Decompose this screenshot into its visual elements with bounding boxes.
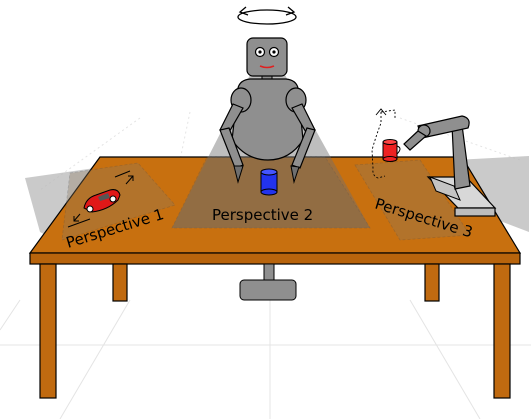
table-front-edge [29,252,521,265]
robot-gripper-right [290,165,300,184]
red-cup [382,139,401,162]
robot-base [239,263,297,301]
table [28,156,522,399]
industrial-robot-arm [371,108,497,217]
arm-trajectory [371,112,386,179]
perspective-2-label: Perspective 2 [212,206,313,224]
humanoid-robot [219,6,316,184]
table-leg-back-left [112,263,128,302]
blue-cup [260,168,278,196]
arm-link-horizontal [417,115,470,139]
perspective-3-region [354,159,471,241]
robot-head [246,37,288,77]
perspective-1-shadow [25,168,95,240]
table-leg-front-left [39,263,57,399]
perspective-1-region [61,162,176,241]
table-leg-back-right [424,263,440,302]
table-leg-front-right [493,263,511,399]
rotation-arrow-icon [237,6,297,25]
robot-mouth [259,65,275,69]
car-motion-arrows-icon [67,170,134,228]
robot-gripper-left [233,165,244,184]
arm-link-vertical [451,124,471,190]
red-toy-car [83,189,121,213]
